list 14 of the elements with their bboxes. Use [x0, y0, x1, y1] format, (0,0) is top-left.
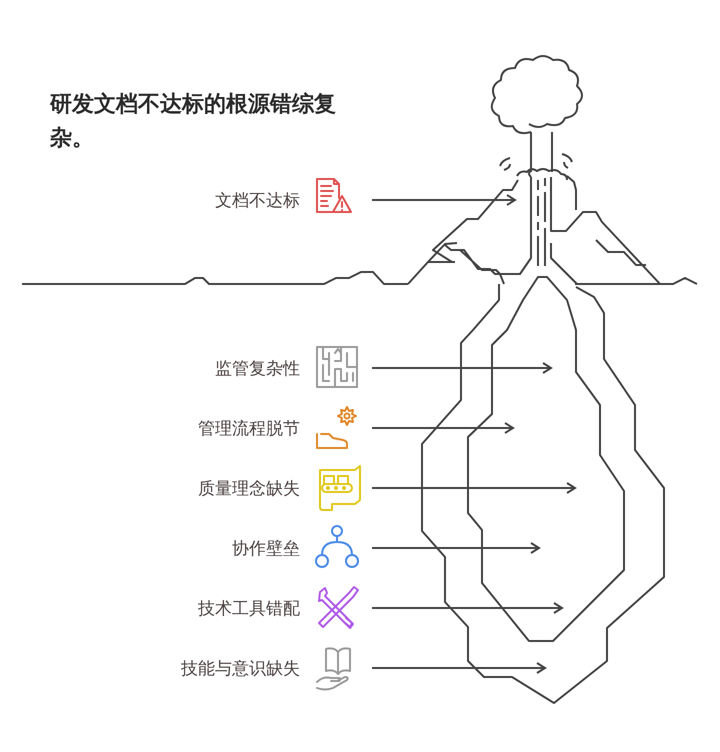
arrow [372, 482, 576, 494]
cause-label: 质量理念缺失 [198, 478, 300, 500]
arrow [372, 194, 516, 206]
title: 研发文档不达标的根源错综复杂。 [50, 91, 337, 153]
cause-label: 监管复杂性 [215, 358, 300, 380]
cause-label: 文档不达标 [215, 190, 300, 212]
cause-label: 技术工具错配 [198, 598, 300, 620]
arrow [372, 542, 540, 554]
cause-label: 协作壁垒 [232, 538, 300, 560]
arrow [372, 362, 552, 374]
arrow [372, 662, 546, 674]
cause-label: 技能与意识缺失 [181, 658, 300, 680]
cause-label: 管理流程脱节 [198, 418, 300, 440]
arrow [372, 422, 514, 434]
